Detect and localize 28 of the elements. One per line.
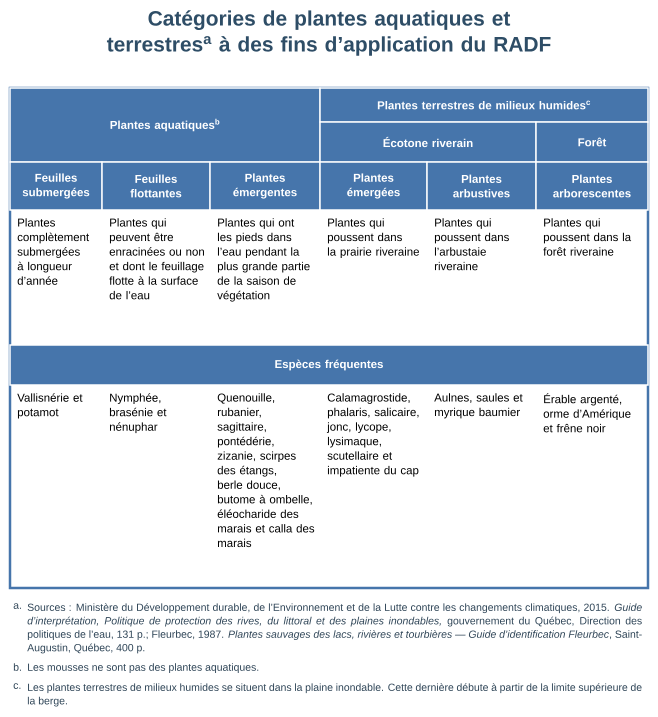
table-cell: Aulnes, saules et myrique baumier: [434, 393, 523, 418]
header-cell: Feuilles submergées: [9, 161, 103, 211]
footnote-text: Les mousses ne sont pas des plantes aquatiques.: [28, 663, 258, 673]
table-cell: Calamagrostide, phalaris, salicaire, jonc, lycope, lysimaque, scutellaire et impatiente du cap: [326, 393, 418, 477]
footnote-marker: b.: [14, 663, 21, 671]
header-cell: Écotone riverain: [319, 121, 537, 163]
table-cell: Quenouille, rubanier, sagittaire, pontédérie, zizanie, scirpes des étangs, berle douce, butome à ombelle, éléocharide des marais et calla des marais: [218, 393, 314, 548]
table-cell: Plantes qui poussent dans l’arbustaie riveraine: [434, 218, 509, 270]
footnote-marker: a.: [14, 603, 21, 609]
table-cell: Vallisnérie et potamot: [17, 393, 82, 419]
footnote-text: Les plantes terrestres de milieux humides se situent dans la plaine inondable. Cette dernière débute à partir de la limite supérieure de la berge.: [28, 683, 642, 707]
table-cell: Plantes qui poussent dans la forêt riveraine: [543, 218, 632, 256]
table-cell: Plantes qui ont les pieds dans l’eau pendant la plus grande partie de la saison de végétation: [217, 218, 310, 302]
title: Catégories de plantes aquatiques et terrestres$^{a}$ à des fins d’application du RADF: [106, 10, 551, 56]
table-cell: Érable argenté, orme d’Amérique et frêne noir: [544, 393, 631, 432]
table-cell: Plantes complètement submergées à longueur d’année: [18, 218, 90, 285]
table-cell: Plantes qui peuvent être enracinées ou non et dont le feuillage flotte à la surface de l’eau: [109, 218, 204, 300]
header-cell: Feuilles flottantes: [101, 161, 211, 211]
header-cell: Plantes arborescentes: [535, 161, 649, 211]
footnote-text: Sources : Ministère du Développement durable, de l’Environnement et de la Lutte contre les changements climatiques, 2015. Guide d’interprétation, Politique de protection des rives, du littoral et des plaines inondables, gouvernement du Québec, Direction des politiques de l’eau, 131 p.; Fleurbec, 1987. Plantes sauvages des lacs, rivières et tourbières — Guide d’identification Fleurbec, Saint-Augustin, Québec, 400 p.: [27, 603, 642, 654]
table-cell: Nymphée, brasénie et nénuphar: [110, 393, 166, 434]
header-cell: Plantes émergentes: [209, 161, 321, 211]
header-cell: Plantes arbustives: [426, 161, 537, 211]
header-cell: Plantes émergées: [319, 161, 428, 211]
header-cell: Forêt: [535, 121, 649, 163]
footnote-marker: c.: [14, 683, 20, 689]
header-cell: Espèces fréquentes: [9, 344, 649, 386]
table-cell: Plantes qui poussent dans la prairie riveraine: [328, 218, 419, 258]
